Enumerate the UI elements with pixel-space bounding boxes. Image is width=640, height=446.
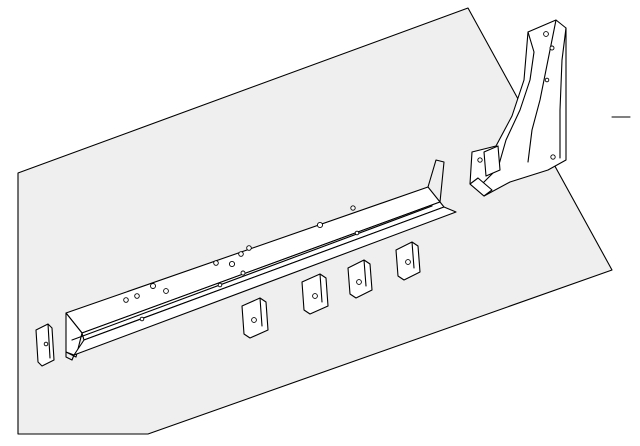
diagram-background-panel xyxy=(17,7,613,435)
rocker-panel-rail xyxy=(65,159,457,361)
support-bracket-4 xyxy=(395,241,421,281)
end-bracket xyxy=(35,323,55,367)
pillar-reinforcement xyxy=(469,19,567,197)
support-bracket-2 xyxy=(301,273,329,315)
support-bracket-1 xyxy=(241,297,269,339)
support-bracket-3 xyxy=(347,259,373,299)
